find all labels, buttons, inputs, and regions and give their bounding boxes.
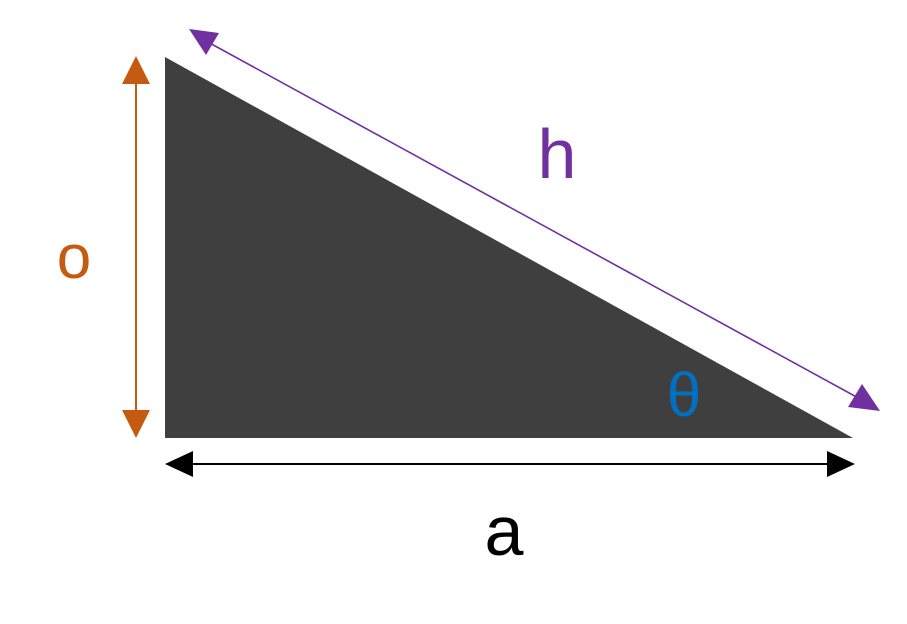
adjacent-arrowhead-right [827, 451, 855, 477]
adjacent-arrowhead-left [165, 451, 193, 477]
hypotenuse-arrow [189, 29, 880, 411]
adjacent-arrow [165, 451, 855, 477]
hypotenuse-arrowhead-bottom [848, 384, 880, 411]
hypotenuse-label: h [538, 115, 577, 193]
opposite-arrowhead-bottom [122, 410, 150, 438]
angle-label: θ [667, 361, 701, 430]
opposite-arrow [122, 56, 150, 438]
right-triangle [165, 57, 853, 438]
hypotenuse-arrowhead-top [189, 29, 219, 55]
adjacent-label: a [485, 492, 524, 570]
opposite-arrowhead-top [122, 56, 150, 84]
opposite-label: o [57, 223, 91, 292]
